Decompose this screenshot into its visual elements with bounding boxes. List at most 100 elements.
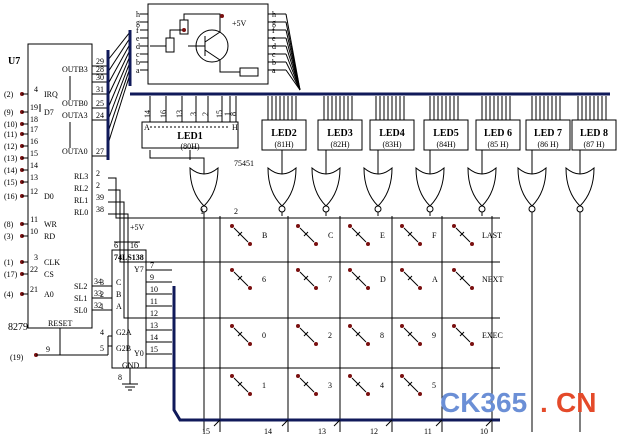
pin-number: 12 xyxy=(30,187,38,196)
pin-name: B xyxy=(116,290,121,299)
pin-net-label: (17) xyxy=(4,270,18,279)
chip-74ls138-body xyxy=(111,249,147,369)
pin-number: 10 xyxy=(30,227,38,236)
key-contact-dot xyxy=(348,224,352,228)
pin-net-label: (16) xyxy=(4,192,18,201)
pin-name: A xyxy=(116,302,122,311)
out-pin-number: 31 xyxy=(96,85,104,94)
bus-tap xyxy=(485,419,493,427)
pin-number: 3 xyxy=(34,253,38,262)
bus-diag xyxy=(107,67,131,133)
pin-net-label: (2) xyxy=(4,90,14,99)
key-contact-dot xyxy=(348,374,352,378)
key-contact-dot xyxy=(400,374,404,378)
key-label: F xyxy=(432,231,437,240)
rl-pin-number: 2 xyxy=(96,169,100,178)
wire xyxy=(219,60,240,73)
segment-letter-left: d xyxy=(136,42,140,51)
rl-name: RL2 xyxy=(74,184,88,193)
key-switch-bar xyxy=(407,331,413,337)
key-label: LAST xyxy=(482,231,502,240)
out-pin-number: 11 xyxy=(150,297,158,306)
pin-number: 18 xyxy=(30,115,38,124)
resistor-r2 xyxy=(165,37,175,53)
key-contact-dot xyxy=(366,342,370,346)
led1-pin-number: 16 xyxy=(159,110,168,118)
rl-row xyxy=(108,201,500,319)
key-contact-dot xyxy=(314,242,318,246)
rl-pin-number: 2 xyxy=(96,181,100,190)
key-contact-dot xyxy=(296,374,300,378)
pin-net-label: (3) xyxy=(4,232,14,241)
rl-pin-number: 39 xyxy=(96,193,104,202)
rl-row xyxy=(108,213,500,369)
junction-dot xyxy=(182,28,186,32)
out-pin-number: 29 xyxy=(96,57,104,66)
bus-diag xyxy=(107,49,131,97)
key-label: D xyxy=(380,275,386,284)
key-label: EXEC xyxy=(482,331,503,340)
key-label: 8 xyxy=(380,331,384,340)
sl-pin-number: 33 xyxy=(94,289,102,298)
key-switch-line xyxy=(455,271,471,287)
key-switch-bar xyxy=(407,381,413,387)
rl-name: RL1 xyxy=(74,196,88,205)
segment-letter-left: b xyxy=(136,58,140,67)
transistor-collector xyxy=(204,31,221,43)
key-switch-line xyxy=(351,327,367,343)
led1-pin-number: 13 xyxy=(175,110,184,118)
gate-pin-1: 1 xyxy=(200,207,204,216)
key-switch-bar xyxy=(237,331,243,337)
out-pin-number: 28 xyxy=(96,65,104,74)
key-contact-dot xyxy=(314,286,318,290)
bus-tap xyxy=(213,419,221,427)
reset-net-label: (19) xyxy=(10,353,24,362)
segment-letter-left: h xyxy=(136,10,140,19)
pin-name: CLK xyxy=(44,258,60,267)
key-switch-bar xyxy=(355,231,361,237)
pin-net-label: (10) xyxy=(4,120,18,129)
key-switch-bar xyxy=(355,275,361,281)
pin-number: 1 xyxy=(100,302,104,311)
out-pin-number: 9 xyxy=(150,273,154,282)
transistor-box xyxy=(147,3,269,85)
watermark-dot: . xyxy=(540,387,548,418)
bus-diag xyxy=(107,55,131,109)
key-contact-dot xyxy=(470,342,474,346)
key-switch-line xyxy=(299,227,315,243)
key-contact-dot xyxy=(230,374,234,378)
chip-part-8279: 8279 xyxy=(8,322,28,333)
bus-diag xyxy=(285,61,301,91)
rl-name: RL0 xyxy=(74,208,88,217)
key-switch-bar xyxy=(407,275,413,281)
led-name: LED4 xyxy=(379,128,405,139)
segment-letter-left: c xyxy=(136,50,140,59)
out-pin-number: 24 xyxy=(96,111,104,120)
pin-number: 6 xyxy=(114,241,118,250)
key-contact-dot xyxy=(248,242,252,246)
key-contact-dot xyxy=(366,286,370,290)
bus-diag xyxy=(285,53,301,91)
key-label: 5 xyxy=(432,381,436,390)
bottom-pin-number: 11 xyxy=(424,427,432,436)
key-switch-line xyxy=(403,271,419,287)
key-label: 6 xyxy=(262,275,266,284)
vcc-label: +5V xyxy=(130,223,145,232)
led-name: LED 8 xyxy=(580,128,608,139)
pin-name: G2A xyxy=(116,328,132,337)
key-label: A xyxy=(432,275,438,284)
key-switch-line xyxy=(351,271,367,287)
reset-label: RESET xyxy=(48,319,73,328)
key-label: E xyxy=(380,231,385,240)
pin-name: IRQ xyxy=(44,90,58,99)
pin-number: 2 xyxy=(100,290,104,299)
pin-name: CS xyxy=(44,270,54,279)
bottom-pin-number: 14 xyxy=(264,427,272,436)
out-name: OUTA3 xyxy=(62,111,88,120)
key-contact-dot xyxy=(400,268,404,272)
chip-part-74ls138: 74LS138 xyxy=(114,253,144,262)
key-switch-line xyxy=(233,327,249,343)
key-label: NEXT xyxy=(482,275,503,284)
out-pin-number: 27 xyxy=(96,147,104,156)
